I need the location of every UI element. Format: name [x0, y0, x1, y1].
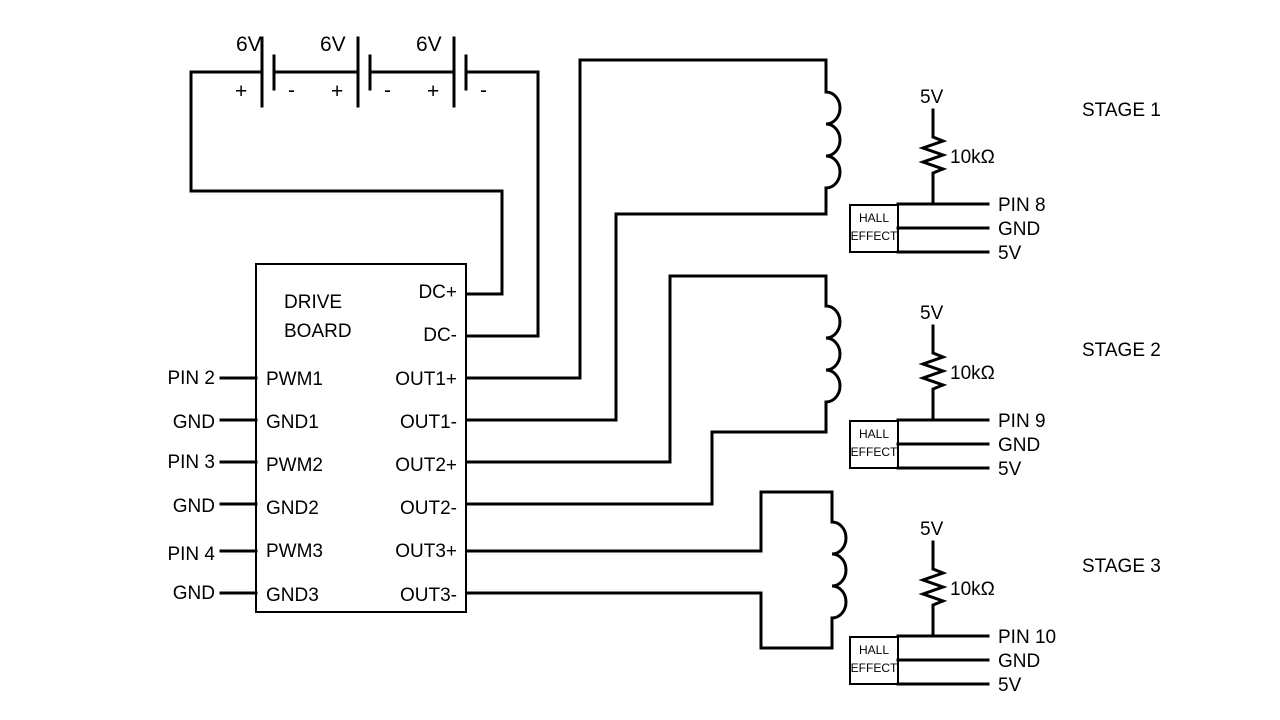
- stage-2-label: STAGE 2: [1082, 340, 1161, 361]
- pwm1-label: PWM1: [266, 369, 323, 390]
- stage-3-pin-5v: 5V: [998, 675, 1022, 696]
- stage-3-supply: 5V: [920, 519, 944, 540]
- stage-1-pin-gnd: GND: [998, 219, 1040, 240]
- coil-wiring: [465, 58, 848, 650]
- gnd1-label: GND1: [266, 412, 319, 433]
- cell-3-minus: -: [480, 79, 487, 102]
- out3-plus-label: OUT3+: [395, 541, 457, 562]
- stage-1: STAGE 1 5V 10kΩ HALL EFFECT PIN 8 GND 5V: [849, 87, 1161, 264]
- wire-out2-minus: [465, 400, 828, 506]
- stage-1-pin-signal: PIN 8: [998, 195, 1046, 216]
- coil-2: [824, 304, 842, 404]
- stage-3-resistor-value: 10kΩ: [950, 579, 995, 600]
- cell-3-plus: +: [427, 80, 439, 103]
- stage-1-supply: 5V: [920, 87, 944, 108]
- out1-minus-label: OUT1-: [400, 412, 457, 433]
- stage-2-pin-5v: 5V: [998, 459, 1022, 480]
- gnd-2-ext-label: GND: [173, 496, 215, 517]
- pin-2-label: PIN 2: [167, 368, 215, 389]
- drive-board-title-1: DRIVE: [284, 292, 342, 313]
- cell-1-plus: +: [235, 80, 247, 103]
- pwm2-label: PWM2: [266, 455, 323, 476]
- cell-2-minus: -: [384, 79, 391, 102]
- gnd3-label: GND3: [266, 585, 319, 606]
- stage-1-hall-text-1: HALL: [859, 211, 889, 225]
- wire-dc-minus: [465, 70, 540, 338]
- battery-pack: 6V + - 6V + - 6V + -: [189, 33, 540, 338]
- gnd2-label: GND2: [266, 498, 319, 519]
- wire-out2-plus: [465, 274, 828, 464]
- cell-2-plus: +: [331, 80, 343, 103]
- out1-plus-label: OUT1+: [395, 369, 457, 390]
- wire-out1-minus: [465, 186, 828, 422]
- wire-out1-plus: [465, 58, 828, 380]
- stage-1-pin-5v: 5V: [998, 243, 1022, 264]
- stage-2-pin-signal: PIN 9: [998, 411, 1046, 432]
- battery-cell-3: 6V + -: [416, 33, 487, 108]
- coil-3: [830, 520, 848, 620]
- pin-3-label: PIN 3: [167, 452, 215, 473]
- out2-plus-label: OUT2+: [395, 455, 457, 476]
- stage-2-hall-text-1: HALL: [859, 427, 889, 441]
- out2-minus-label: OUT2-: [400, 498, 457, 519]
- battery-cell-1: 6V + -: [235, 33, 295, 108]
- stage-2-hall-text-2: EFFECT: [851, 445, 898, 459]
- stage-2-resistor: [918, 324, 948, 422]
- out3-minus-label: OUT3-: [400, 585, 457, 606]
- stage-3-resistor: [918, 540, 948, 638]
- wire-out3-minus: [465, 591, 834, 650]
- stage-3-hall-text-2: EFFECT: [851, 661, 898, 675]
- wire-dc-plus: [189, 70, 504, 296]
- stage-3-pin-gnd: GND: [998, 651, 1040, 672]
- dc-plus-label: DC+: [418, 282, 457, 303]
- pin-4-label: PIN 4: [167, 544, 215, 565]
- dc-minus-label: DC-: [423, 325, 457, 346]
- pwm3-label: PWM3: [266, 541, 323, 562]
- stage-1-hall-text-2: EFFECT: [851, 229, 898, 243]
- stage-3-hall-text-1: HALL: [859, 643, 889, 657]
- stage-1-label: STAGE 1: [1082, 100, 1161, 121]
- cell-2-voltage: 6V: [320, 33, 346, 56]
- drive-board: DRIVE BOARD DC+ DC- PIN 2 GND PIN 3 GND …: [167, 263, 467, 613]
- battery-cell-2: 6V + -: [320, 33, 391, 108]
- drive-board-title-2: BOARD: [284, 321, 352, 342]
- gnd-1-ext-label: GND: [173, 412, 215, 433]
- stage-3-pin-signal: PIN 10: [998, 627, 1056, 648]
- coil-1: [824, 90, 842, 190]
- cell-1-minus: -: [288, 79, 295, 102]
- gnd-3-ext-label: GND: [173, 583, 215, 604]
- stage-2: STAGE 2 5V 10kΩ HALL EFFECT PIN 9 GND 5V: [849, 303, 1161, 480]
- stage-1-resistor: [918, 108, 948, 206]
- drive-board-box: [255, 263, 467, 613]
- stage-2-supply: 5V: [920, 303, 944, 324]
- cell-1-voltage: 6V: [236, 33, 262, 56]
- stage-1-resistor-value: 10kΩ: [950, 147, 995, 168]
- wire-out3-plus: [465, 490, 834, 553]
- cell-3-voltage: 6V: [416, 33, 442, 56]
- stage-3-label: STAGE 3: [1082, 556, 1161, 577]
- stage-3: STAGE 3 5V 10kΩ HALL EFFECT PIN 10 GND 5…: [849, 519, 1161, 696]
- stage-2-resistor-value: 10kΩ: [950, 363, 995, 384]
- stage-2-pin-gnd: GND: [998, 435, 1040, 456]
